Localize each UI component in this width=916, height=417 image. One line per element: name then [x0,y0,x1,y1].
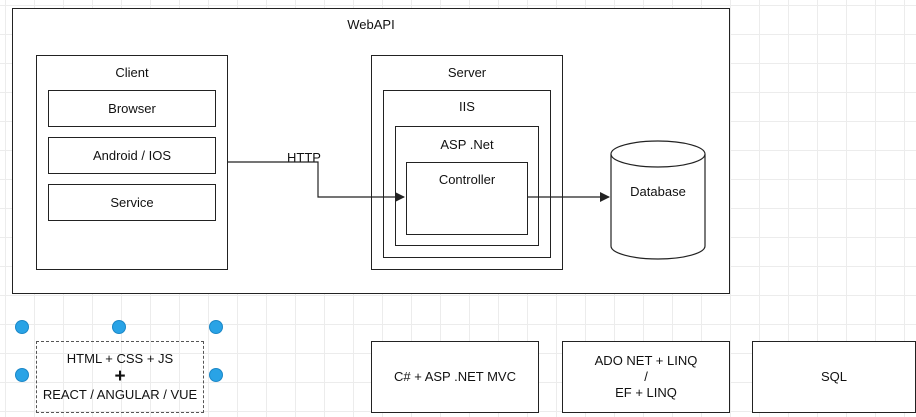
webapi-title: WebAPI [347,17,395,32]
tech-backend-label: C# + ASP .NET MVC [394,369,516,384]
client-browser-label: Browser [108,101,156,116]
selection-handle-middle-right[interactable] [210,369,222,381]
tech-frontend-line2: REACT / ANGULAR / VUE [42,387,198,402]
client-android-ios-label: Android / IOS [92,148,172,163]
client-browser-box[interactable]: Browser [48,90,216,127]
http-label: HTTP [286,150,322,165]
tech-data-access-box[interactable]: ADO NET + LINQ / EF + LINQ [562,341,730,413]
selection-handle-top-center[interactable] [113,321,125,333]
database-label: Database [630,184,686,199]
controller-box[interactable]: Controller [406,162,528,235]
tech-backend-box[interactable]: C# + ASP .NET MVC [371,341,539,413]
server-title: Server [447,65,487,80]
selection-handle-middle-left[interactable] [16,369,28,381]
tech-frontend-plus: + [114,366,126,387]
iis-title: IIS [459,99,475,114]
tech-frontend-box[interactable]: HTML + CSS + JS + REACT / ANGULAR / VUE [36,341,204,413]
tech-data-access-slash: / [644,369,648,384]
client-android-ios-box[interactable]: Android / IOS [48,137,216,174]
tech-data-access-line2: EF + LINQ [615,385,677,400]
controller-title: Controller [438,172,496,187]
selection-handle-top-left[interactable] [16,321,28,333]
tech-db-label: SQL [820,369,847,384]
tech-frontend-line1: HTML + CSS + JS [66,351,174,366]
client-title: Client [115,65,149,80]
selection-handle-top-right[interactable] [210,321,222,333]
client-service-label: Service [110,195,154,210]
client-service-box[interactable]: Service [48,184,216,221]
aspnet-title: ASP .Net [440,137,494,152]
tech-db-box[interactable]: SQL [752,341,916,413]
tech-data-access-line1: ADO NET + LINQ [594,353,698,368]
